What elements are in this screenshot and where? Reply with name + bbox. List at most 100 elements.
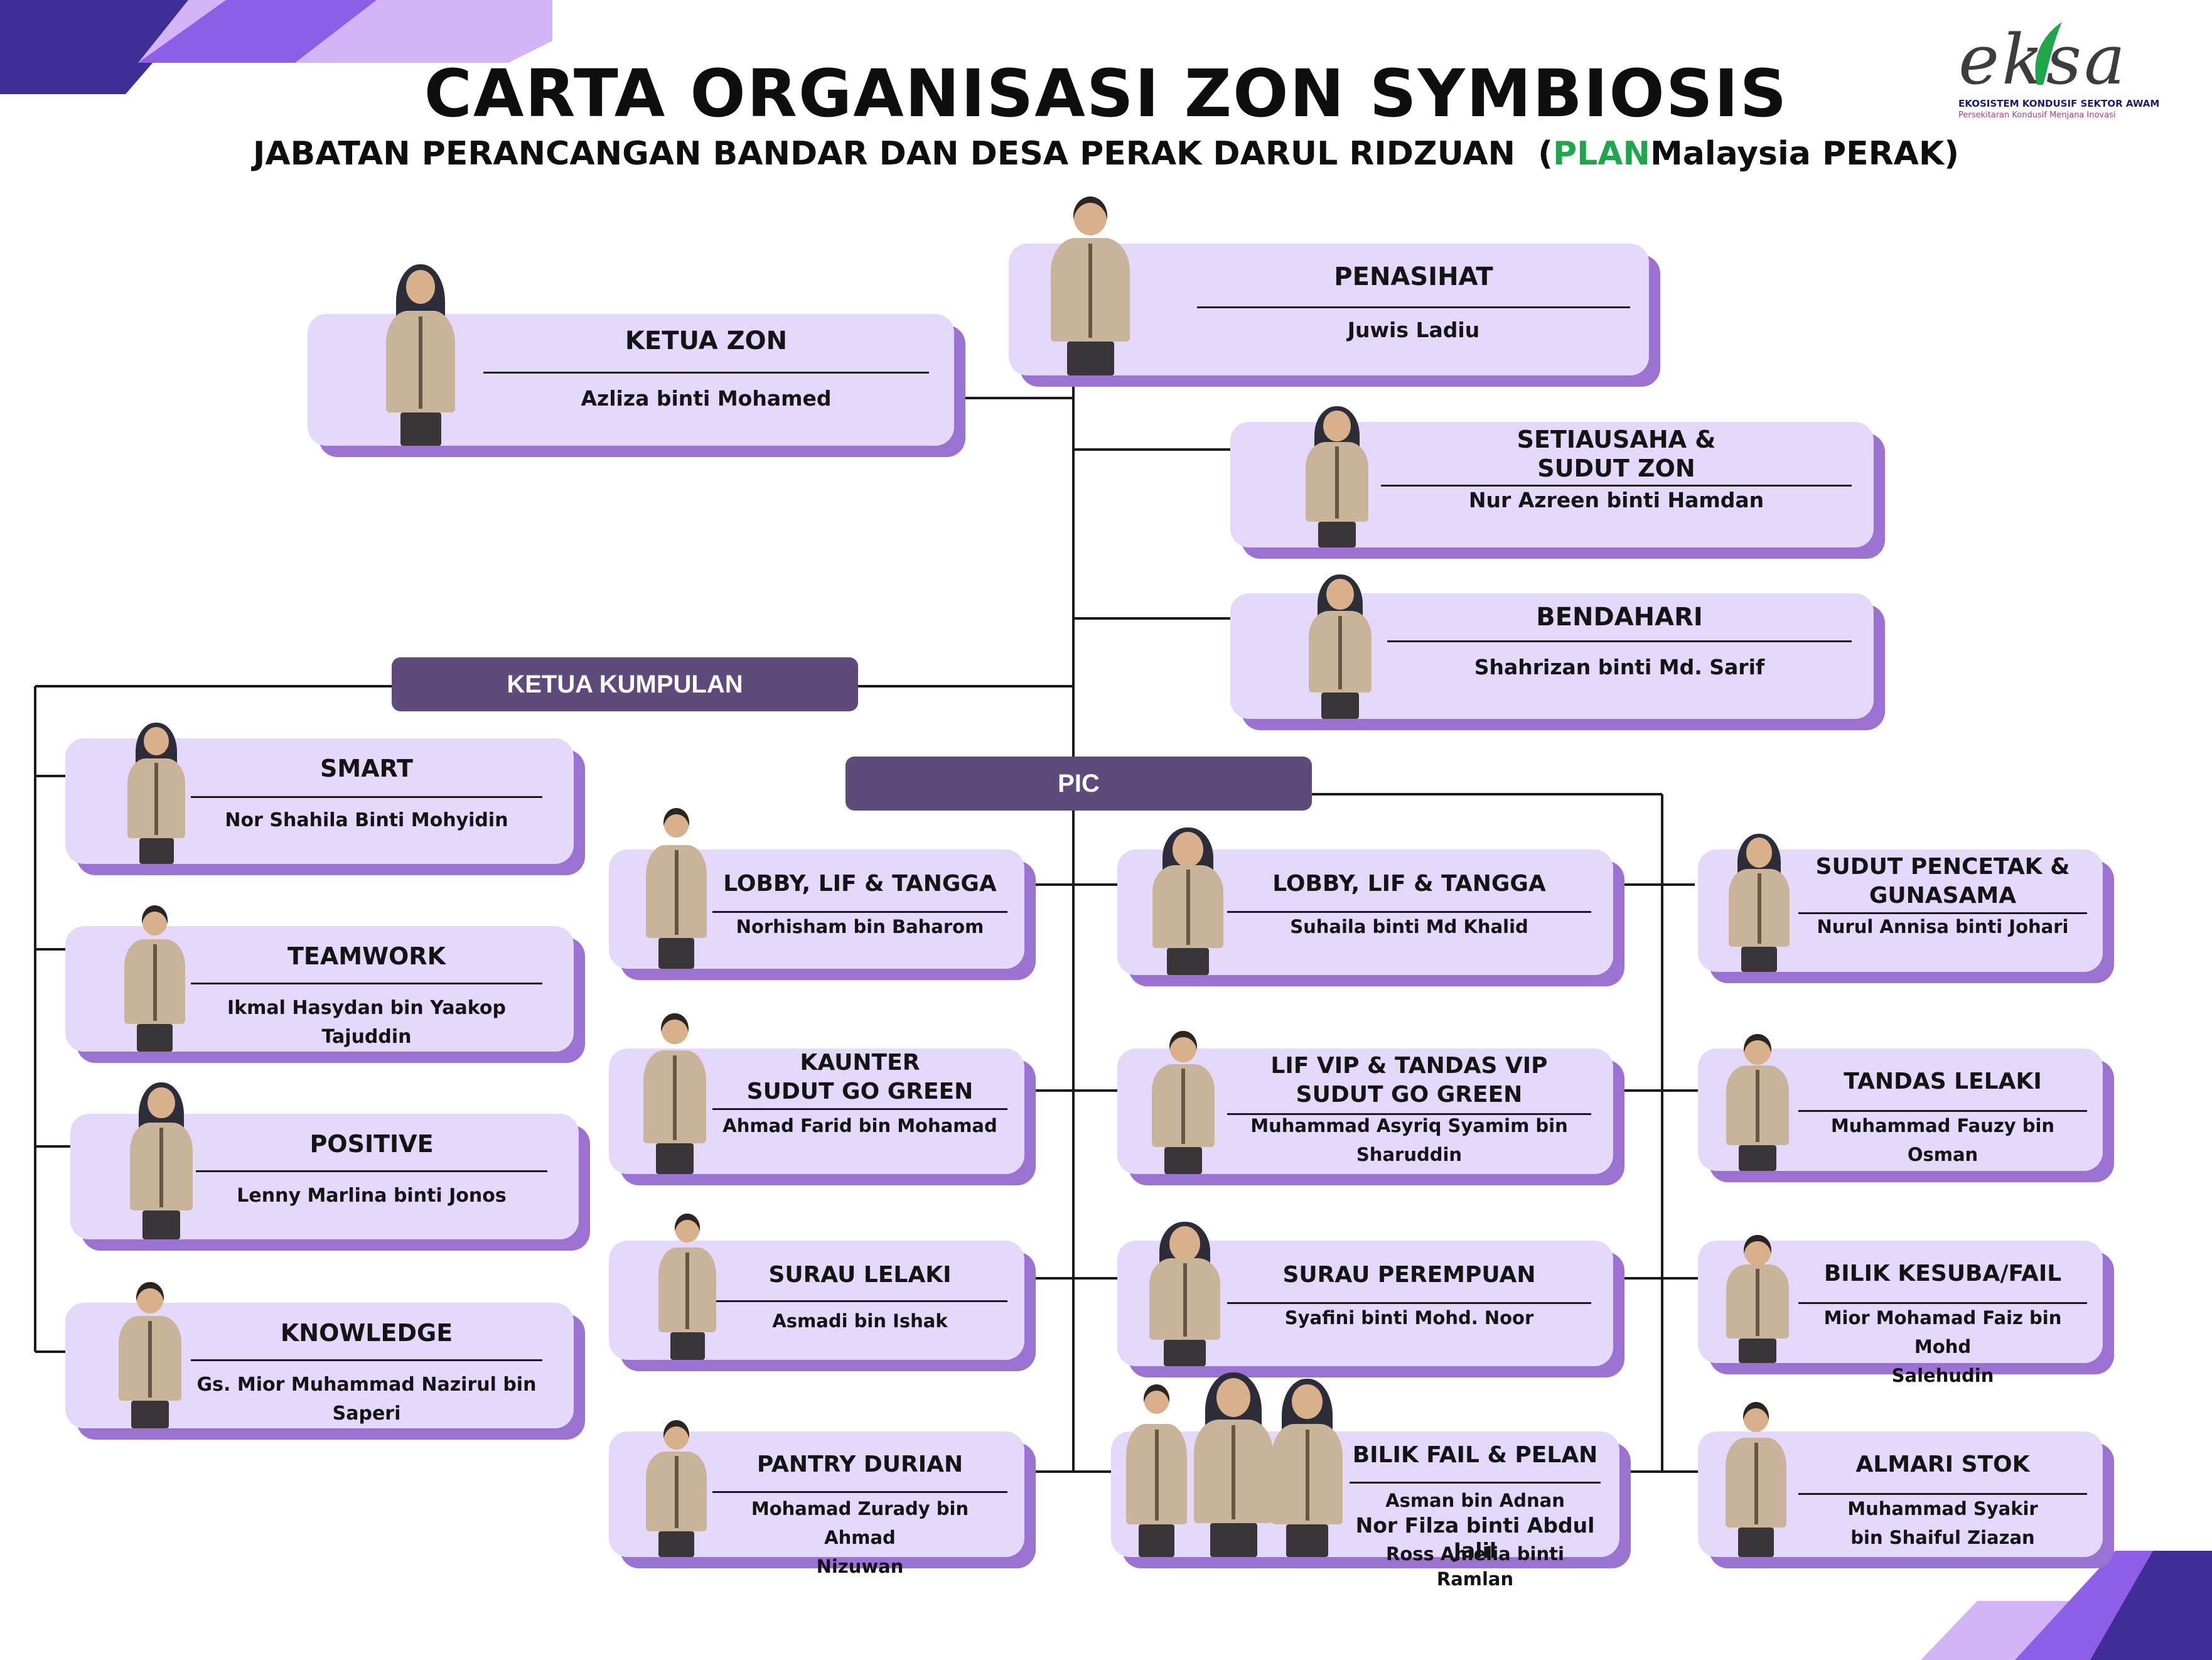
member-name: Ahmad Farid bin Mohamad xyxy=(722,1115,997,1136)
member-photo xyxy=(1720,1228,1795,1363)
role-title: LOBBY, LIF & TANGGA xyxy=(1272,871,1546,897)
member-name: Azliza binti Mohamed xyxy=(581,386,832,411)
title-divider xyxy=(1350,1482,1601,1484)
member-name: Nurul Annisa binti Johari xyxy=(1817,916,2069,937)
logo-tagline-2: Persekitaran Kondusif Menjana Inovasi xyxy=(1958,110,2116,120)
member-photo xyxy=(119,898,191,1052)
member-photo-2 xyxy=(1186,1369,1280,1557)
title-divider xyxy=(712,911,1007,913)
member-name: Gs. Mior Muhammad Nazirul bin Saperi xyxy=(196,1374,537,1425)
title-divider xyxy=(191,983,542,984)
member-name: Lenny Marlina binti Jonos xyxy=(237,1185,507,1207)
title-divider xyxy=(712,1300,1007,1302)
member-photo xyxy=(653,1206,722,1360)
member-name: Nur Azreen binti Hamdan xyxy=(1468,488,1764,512)
member-name: Muhammad Asyriq Syamim bin Sharuddin xyxy=(1250,1115,1568,1165)
card-sudut-pencetak: SUDUT PENCETAK & GUNASAMA Nurul Annisa bi… xyxy=(1698,833,2114,983)
member-name: Syafini binti Mohd. Noor xyxy=(1284,1307,1534,1329)
member-photo xyxy=(1302,571,1378,719)
card-ketua-zon: KETUA ZON Azliza binti Mohamed xyxy=(308,264,965,457)
leaf-icon xyxy=(2035,22,2062,85)
title-divider xyxy=(1197,306,1630,308)
card-surau-lelaki: SURAU LELAKI Asmadi bin Ishak xyxy=(609,1214,1036,1371)
role-title: LIF VIP & TANDAS VIP SUDUT GO GREEN xyxy=(1270,1053,1548,1108)
role-title: SETIAUSAHA & SUDUT ZON xyxy=(1517,426,1716,482)
member-photo-3 xyxy=(1265,1375,1350,1557)
member-name-3: Ross Amelia binti Ramlan xyxy=(1386,1543,1564,1590)
member-photo xyxy=(637,1005,712,1174)
member-photo xyxy=(122,720,191,864)
member-name-1: Asman bin Adnan xyxy=(1385,1490,1565,1511)
member-photo xyxy=(1142,1219,1227,1366)
member-photo-1 xyxy=(1120,1375,1193,1557)
title-divider xyxy=(1227,1113,1591,1115)
bottom-right-corner-decoration xyxy=(1921,1551,2212,1660)
title-divider xyxy=(1227,1302,1591,1304)
title-divider xyxy=(196,1170,547,1172)
member-name-2: Nor Filza binti Abdul Jalil xyxy=(1355,1513,1595,1563)
member-name: Mior Mohamad Faiz bin Mohd Salehudin xyxy=(1823,1307,2062,1386)
member-photo xyxy=(380,261,461,446)
pic-label: PIC xyxy=(846,757,1312,811)
eksa-logo: eksa EKOSISTEM KONDUSIF SEKTOR AWAM Pers… xyxy=(1958,22,2184,126)
role-title: TEAMWORK xyxy=(287,942,446,970)
member-photo xyxy=(640,799,712,969)
member-photo xyxy=(1299,403,1375,547)
card-teamwork: TEAMWORK Ikmal Hasydan bin Yaakop Tajuddi… xyxy=(65,905,585,1063)
title-divider xyxy=(191,796,542,798)
role-title: POSITIVE xyxy=(309,1130,434,1158)
member-name: Suhaila binti Md Khalid xyxy=(1290,916,1528,937)
role-title: KNOWLEDGE xyxy=(280,1319,453,1347)
member-photo xyxy=(1146,824,1230,975)
member-photo xyxy=(124,1079,199,1239)
member-name: Ikmal Hasydan bin Yaakop Tajuddin xyxy=(227,997,506,1048)
chart-subtitle: JABATAN PERANCANGAN BANDAR DAN DESA PERA… xyxy=(0,135,2212,173)
title-divider xyxy=(1798,1302,2087,1304)
role-title: BILIK FAIL & PELAN xyxy=(1352,1442,1598,1468)
card-knowledge: KNOWLEDGE Gs. Mior Muhammad Nazirul bin S… xyxy=(65,1282,585,1440)
role-title: KETUA ZON xyxy=(625,326,788,355)
title-divider xyxy=(1387,640,1852,642)
member-photo xyxy=(112,1275,188,1428)
role-title: ALMARI STOK xyxy=(1855,1452,2030,1477)
title-divider xyxy=(1798,1110,2087,1112)
role-title: SURAU LELAKI xyxy=(768,1262,952,1288)
logo-tagline-1: EKOSISTEM KONDUSIF SEKTOR AWAM xyxy=(1958,98,2160,109)
ketua-kumpulan-label: KETUA KUMPULAN xyxy=(392,657,858,711)
title-divider xyxy=(712,1108,1007,1110)
role-title: TANDAS LELAKI xyxy=(1844,1069,2042,1094)
card-bilik-kesuba: BILIK KESUBA/FAIL Mior Mohamad Faiz bin M… xyxy=(1698,1234,2114,1386)
top-left-corner-decoration xyxy=(0,0,552,94)
role-title: LOBBY, LIF & TANGGA xyxy=(723,871,997,897)
chart-title: CARTA ORGANISASI ZON SYMBIOSIS xyxy=(424,55,1788,132)
subtitle-department: JABATAN PERANCANGAN BANDAR DAN DESA PERA… xyxy=(253,135,1553,173)
title-divider xyxy=(1227,911,1591,913)
card-almari: ALMARI STOK Muhammad Syakir bin Shaiful Z… xyxy=(1698,1402,2114,1568)
member-name: Juwis Ladiu xyxy=(1347,318,1480,342)
role-title: BENDAHARI xyxy=(1536,603,1703,632)
member-name: Norhisham bin Baharom xyxy=(736,916,984,937)
member-name: Muhammad Syakir bin Shaiful Ziazan xyxy=(1847,1498,2038,1548)
member-name: Asmadi bin Ishak xyxy=(772,1310,948,1332)
subtitle-plan-rest: Malaysia PERAK) xyxy=(1650,135,1959,173)
member-photo xyxy=(640,1413,712,1557)
role-title: SUDUT PENCETAK & GUNASAMA xyxy=(1815,854,2070,908)
role-title: BILIK KESUBA/FAIL xyxy=(1823,1261,2062,1286)
title-divider xyxy=(712,1491,1007,1493)
title-divider xyxy=(483,372,929,374)
member-name: Shahrizan binti Md. Sarif xyxy=(1474,655,1765,679)
title-divider xyxy=(191,1359,542,1361)
title-divider xyxy=(1381,485,1852,487)
member-photo xyxy=(1723,831,1795,972)
member-name: Mohamad Zurady bin Ahmad Nizuwan xyxy=(751,1498,969,1577)
card-lobby1: LOBBY, LIF & TANGGA Norhisham bin Baharom xyxy=(609,807,1036,980)
card-lif-vip: LIF VIP & TANDAS VIP SUDUT GO GREEN Muham… xyxy=(1117,1031,1624,1185)
